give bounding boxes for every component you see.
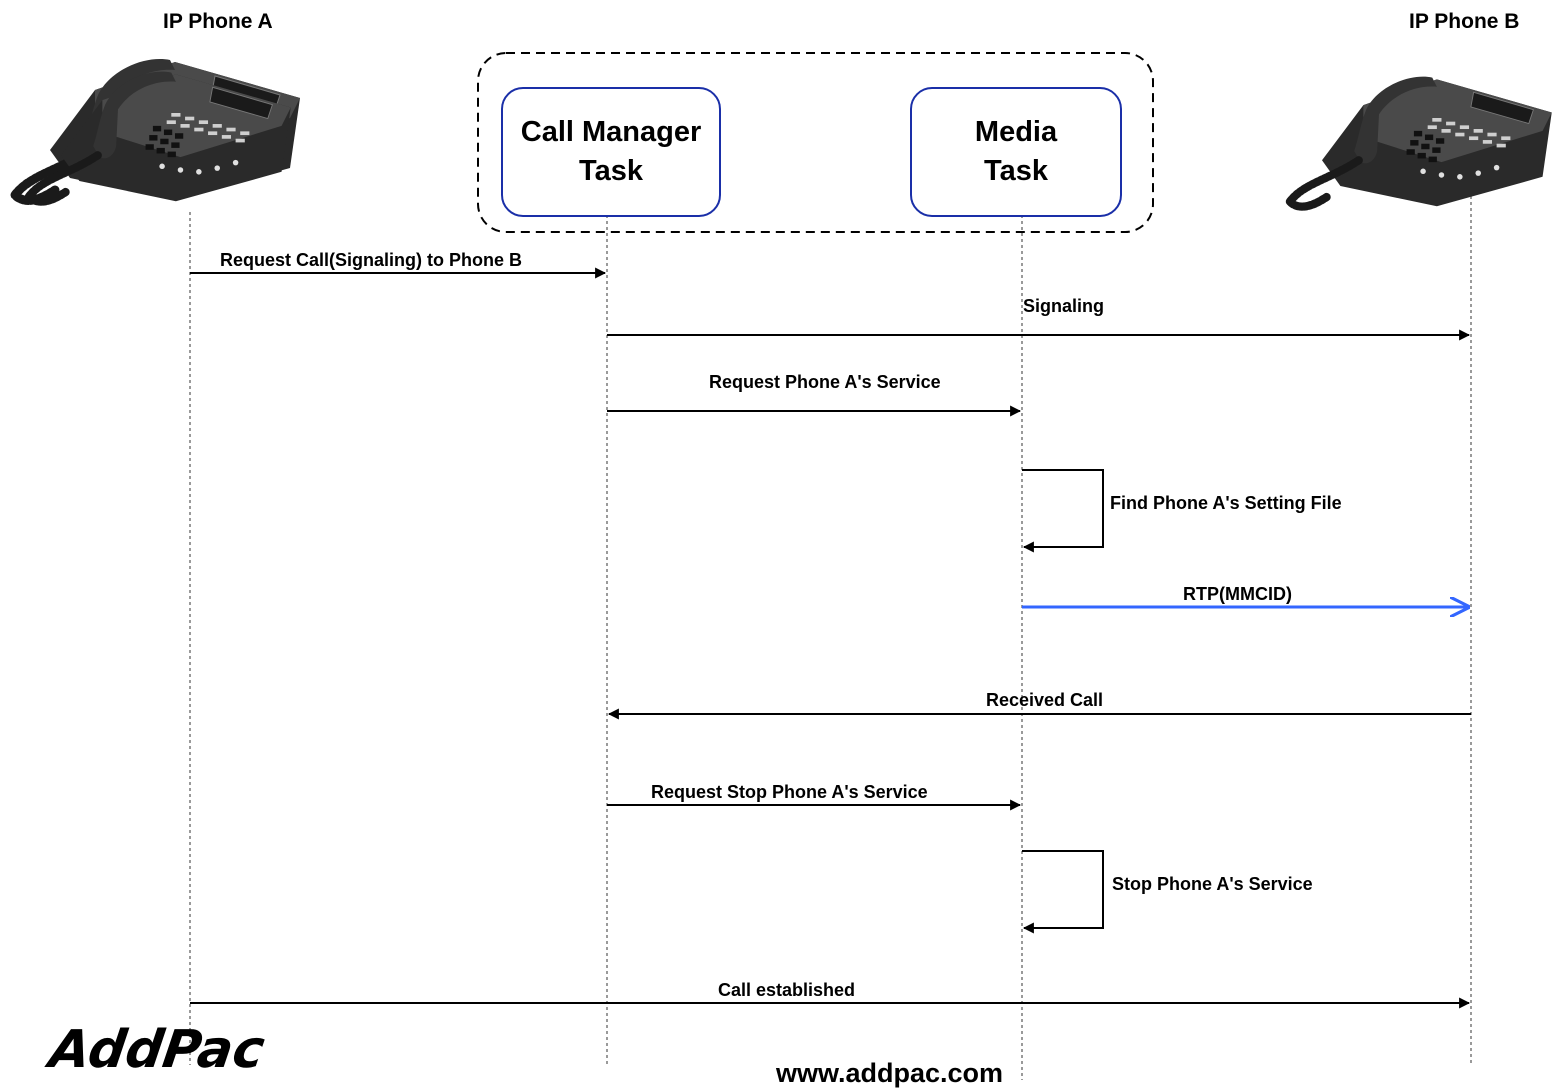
arrow-find-setting-file xyxy=(1022,469,1104,553)
website-url: www.addpac.com xyxy=(776,1058,1004,1088)
ip-phone-icon xyxy=(5,45,310,215)
media-task-box: Media Task xyxy=(910,87,1122,217)
message-label-request-stop: Request Stop Phone A's Service xyxy=(651,782,928,802)
message-label-received-call: Received Call xyxy=(986,690,1104,710)
media-label-line1: Media xyxy=(974,116,1058,148)
message-label-request-service: Request Phone A's Service xyxy=(709,372,941,392)
message-label-rtp: RTP(MMCID) xyxy=(1183,584,1292,604)
message-label-find-setting-file: Find Phone A's Setting File xyxy=(1110,493,1342,513)
ip-phone-icon xyxy=(1275,50,1562,220)
media-label-line2: Task xyxy=(984,155,1048,187)
call-manager-label-line2: Task xyxy=(579,155,643,187)
participant-label-phone-b: IP Phone B xyxy=(1409,10,1520,33)
message-label-signaling: Signaling xyxy=(1023,296,1104,316)
message-label-call-established: Call established xyxy=(718,980,856,1000)
message-label-stop-service: Stop Phone A's Service xyxy=(1112,874,1313,894)
participant-label-phone-a: IP Phone A xyxy=(163,10,273,33)
call-manager-label-line1: Call Manager xyxy=(520,116,702,148)
arrow-stop-service xyxy=(1022,850,1104,934)
call-manager-task-box: Call Manager Task xyxy=(501,87,721,217)
task-group-box xyxy=(477,52,1154,233)
addpac-logo: AddPac xyxy=(45,1020,269,1080)
message-label-request-call: Request Call(Signaling) to Phone B xyxy=(220,250,523,270)
